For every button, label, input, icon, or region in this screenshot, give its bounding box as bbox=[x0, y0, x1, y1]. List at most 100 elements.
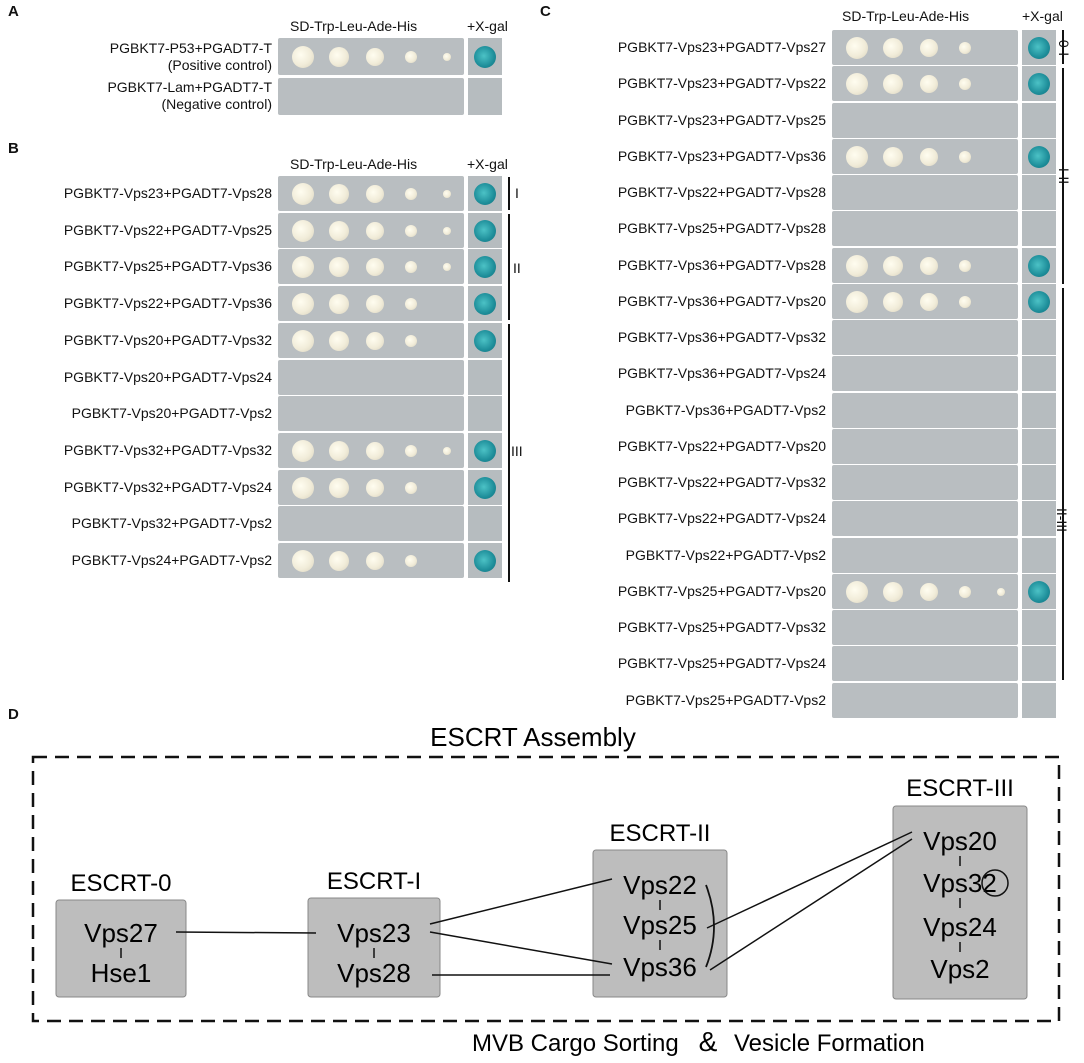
panel-b-row-5-xgal bbox=[468, 323, 502, 358]
yeast-colony bbox=[846, 145, 868, 168]
protein-vps36: Vps36 bbox=[623, 952, 697, 982]
protein-vps20: Vps20 bbox=[923, 826, 997, 856]
group-label-i-ii: I-II bbox=[1056, 167, 1073, 185]
protein-vps2: Vps2 bbox=[930, 954, 989, 984]
panel-b-row-4-xgal bbox=[468, 286, 502, 321]
panel-c-row-6-plate bbox=[832, 211, 1018, 246]
group-label-ii: II bbox=[513, 260, 521, 276]
yeast-colony bbox=[443, 189, 451, 198]
group-label-i: I bbox=[515, 185, 519, 201]
footer-ampersand: & bbox=[699, 1026, 718, 1057]
panel-b-xgal-header: +X-gal bbox=[467, 156, 508, 172]
yeast-colony bbox=[959, 41, 971, 54]
protein-vps24: Vps24 bbox=[923, 912, 997, 942]
yeast-colony bbox=[329, 183, 349, 204]
yeast-colony bbox=[959, 259, 971, 272]
panel-b-row-8-plate bbox=[278, 433, 464, 468]
panel-b-row-label: PGBKT7-Vps20+PGADT7-Vps2 bbox=[71, 405, 272, 421]
escrt-iii-label: ESCRT-III bbox=[906, 775, 1014, 802]
yeast-colony bbox=[883, 581, 903, 602]
footer-left: MVB Cargo Sorting bbox=[472, 1030, 679, 1057]
blue-colony bbox=[474, 549, 496, 572]
panel-c-row-1-plate bbox=[832, 30, 1018, 65]
panel-b-row-6-xgal bbox=[468, 360, 502, 395]
panel-c-row-2-plate bbox=[832, 66, 1018, 101]
yeast-colony bbox=[405, 334, 417, 347]
blue-colony bbox=[474, 439, 496, 462]
panel-c-row-10-xgal bbox=[1022, 356, 1056, 391]
panel-c-row-5-xgal bbox=[1022, 175, 1056, 210]
panel-c-row-16-xgal bbox=[1022, 574, 1056, 609]
panel-c-row-5-plate bbox=[832, 175, 1018, 210]
protein-vps23: Vps23 bbox=[337, 918, 411, 948]
yeast-colony bbox=[405, 297, 417, 310]
panel-c-row-label: PGBKT7-Vps23+PGADT7-Vps22 bbox=[617, 75, 826, 91]
panel-c-row-label: PGBKT7-Vps23+PGADT7-Vps25 bbox=[617, 112, 826, 128]
yeast-colony bbox=[292, 219, 314, 242]
group-ii-bracket bbox=[508, 214, 510, 320]
panel-c-row-3-xgal bbox=[1022, 103, 1056, 138]
panel-a-row-1-xgal bbox=[468, 38, 502, 75]
panel-c-row-7-xgal bbox=[1022, 248, 1056, 283]
panel-b-row-2-xgal bbox=[468, 213, 502, 248]
yeast-colony bbox=[920, 147, 938, 166]
blue-colony bbox=[474, 476, 496, 499]
escrt-ii-label: ESCRT-II bbox=[610, 820, 711, 847]
panel-b-row-7-plate bbox=[278, 396, 464, 431]
panel-c-row-4-xgal bbox=[1022, 139, 1056, 174]
panel-b-row-label: PGBKT7-Vps23+PGADT7-Vps28 bbox=[63, 185, 272, 201]
panel-c-row-label: PGBKT7-Vps36+PGADT7-Vps28 bbox=[617, 257, 826, 273]
escrt-i-box bbox=[307, 897, 441, 998]
panel-b-row-label: PGBKT7-Vps20+PGADT7-Vps32 bbox=[63, 332, 272, 348]
group-label-iii: III bbox=[511, 443, 523, 459]
panel-c-row-label: PGBKT7-Vps36+PGADT7-Vps20 bbox=[617, 293, 826, 309]
panel-c-row-12-xgal bbox=[1022, 429, 1056, 464]
yeast-colony bbox=[329, 46, 349, 67]
yeast-colony bbox=[920, 582, 938, 601]
yeast-colony bbox=[920, 38, 938, 57]
yeast-colony bbox=[920, 256, 938, 275]
panel-c-row-label: PGBKT7-Vps25+PGADT7-Vps24 bbox=[617, 655, 826, 671]
panel-c-row-label: PGBKT7-Vps25+PGADT7-Vps32 bbox=[617, 619, 826, 635]
blue-colony bbox=[474, 182, 496, 205]
panel-c-row-1-xgal bbox=[1022, 30, 1056, 65]
panel-c-row-label: PGBKT7-Vps23+PGADT7-Vps36 bbox=[617, 148, 826, 164]
panel-c-row-19-xgal bbox=[1022, 683, 1056, 718]
yeast-colony bbox=[846, 36, 868, 59]
yeast-colony bbox=[292, 45, 314, 68]
yeast-colony bbox=[292, 292, 314, 315]
yeast-colony bbox=[883, 255, 903, 276]
protein-hse1: Hse1 bbox=[91, 958, 152, 988]
panel-b-row-11-plate bbox=[278, 543, 464, 578]
yeast-colony bbox=[883, 37, 903, 58]
yeast-colony bbox=[883, 73, 903, 94]
yeast-colony bbox=[366, 47, 384, 66]
panel-c-row-label: PGBKT7-Vps36+PGADT7-Vps2 bbox=[625, 402, 826, 418]
panel-c-row-label: PGBKT7-Vps25+PGADT7-Vps28 bbox=[617, 220, 826, 236]
yeast-colony bbox=[959, 77, 971, 90]
vps32-self-interaction-circle bbox=[981, 869, 1009, 897]
yeast-colony bbox=[366, 441, 384, 460]
panel-b-row-9-xgal bbox=[468, 470, 502, 505]
blue-colony bbox=[1028, 580, 1050, 603]
yeast-colony bbox=[920, 292, 938, 311]
blue-colony bbox=[1028, 145, 1050, 168]
yeast-colony bbox=[883, 146, 903, 167]
escrt-ii-box bbox=[592, 849, 728, 998]
panel-c-row-11-xgal bbox=[1022, 393, 1056, 428]
panel-b-sd-header: SD-Trp-Leu-Ade-His bbox=[290, 156, 418, 172]
yeast-colony bbox=[405, 187, 417, 200]
panel-b-row-4-plate bbox=[278, 286, 464, 321]
panel-c-row-14-plate bbox=[832, 501, 1018, 536]
panel-c-row-11-plate bbox=[832, 393, 1018, 428]
yeast-colony bbox=[292, 255, 314, 278]
blue-colony bbox=[474, 45, 496, 68]
panel-c-row-4-plate bbox=[832, 139, 1018, 174]
panel-c-row-16-plate bbox=[832, 574, 1018, 609]
panel-b-row-6-plate bbox=[278, 360, 464, 395]
panel-b-row-1-xgal bbox=[468, 176, 502, 211]
panel-a-xgal-header: +X-gal bbox=[467, 18, 508, 34]
panel-a-row2-label: PGBKT7-Lam+PGADT7-T (Negative control) bbox=[107, 79, 272, 113]
panel-c-row-label: PGBKT7-Vps25+PGADT7-Vps2 bbox=[625, 692, 826, 708]
yeast-colony bbox=[366, 551, 384, 570]
